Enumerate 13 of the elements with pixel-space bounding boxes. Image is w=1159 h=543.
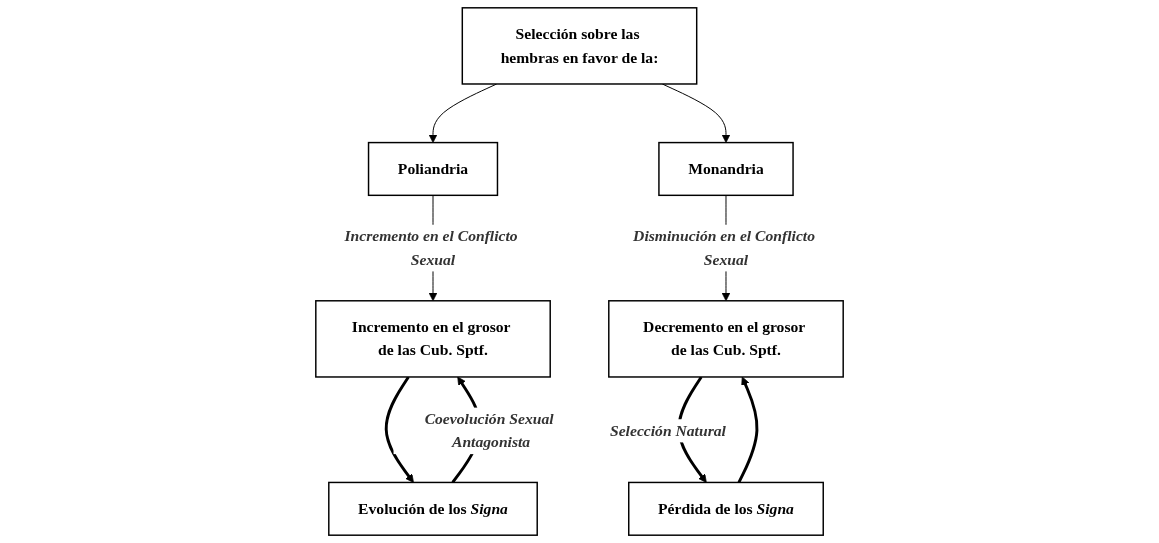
node-box: Incremento en el grosor de las Cub. Sptf. bbox=[315, 300, 551, 378]
edge-label: Selección Natural bbox=[609, 422, 726, 439]
arrow bbox=[737, 376, 759, 484]
node-box: Pérdida de los Signa bbox=[628, 481, 824, 536]
edge-label: Coevolución Sexual Antagonista bbox=[424, 410, 554, 451]
node-box: Decremento en el grosor de las Cub. Sptf. bbox=[608, 300, 844, 378]
node-box: Poliandria bbox=[367, 141, 499, 197]
arrow bbox=[384, 376, 414, 483]
node-box: Monandria bbox=[658, 141, 794, 197]
edge-label: Disminución en el Conflicto Sexual bbox=[633, 227, 815, 268]
node-box: Evolución de los Signa bbox=[328, 481, 538, 536]
edge-label: Incremento en el Conflicto Sexual bbox=[344, 227, 518, 268]
node-box: Selección sobre las hembras en favor de la: bbox=[461, 7, 698, 85]
